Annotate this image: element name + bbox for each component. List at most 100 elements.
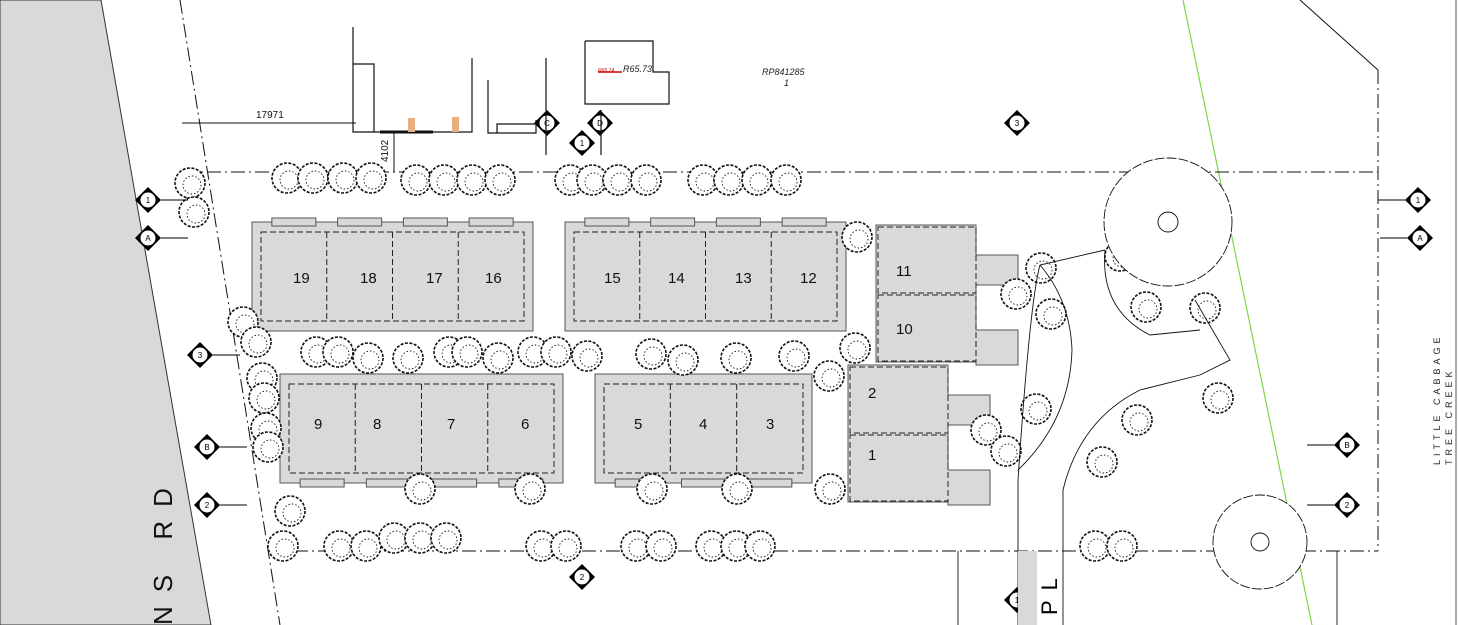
porch: [468, 217, 514, 227]
section-marker-one: 1: [135, 187, 188, 213]
level-label-red: R65.74: [598, 68, 614, 74]
tree-icon: [1000, 278, 1032, 310]
tree-icon: [400, 164, 432, 196]
place-road: [1018, 551, 1037, 625]
marker-orange: [452, 117, 459, 132]
tree-icon: [327, 162, 359, 194]
porch: [650, 217, 696, 227]
dimension-vertical: 4102: [380, 139, 391, 162]
tree-icon: [645, 530, 677, 562]
tree-icon: [720, 342, 752, 374]
unit-label-9: 9: [314, 416, 322, 433]
tree-icon: [839, 332, 871, 364]
building-outline: [279, 373, 564, 484]
porch: [747, 478, 793, 488]
lot-number: 1: [784, 78, 789, 88]
unit-label-19: 19: [293, 270, 310, 287]
marker-label: 2: [1345, 501, 1350, 510]
section-marker-two: 2: [194, 492, 247, 518]
marker-label: 2: [580, 573, 585, 582]
marker-label: 1: [1416, 196, 1421, 205]
unit-label-2: 2: [868, 385, 876, 402]
tree-icon: [602, 164, 634, 196]
unit-inner: [877, 294, 977, 362]
section-marker-one: 1: [569, 130, 595, 156]
tree-icon: [240, 326, 272, 358]
tree-icon: [428, 164, 460, 196]
tree-icon: [392, 342, 424, 374]
marker-label: 2: [205, 501, 210, 510]
unit-label-15: 15: [604, 270, 621, 287]
porch: [365, 478, 411, 488]
marker-label: 1: [580, 139, 585, 148]
unit-label-17: 17: [426, 270, 443, 287]
lot-label: RP841285: [762, 67, 806, 77]
tree-icon: [404, 473, 436, 505]
tree-icon: [297, 162, 329, 194]
large-tree-icon: [1103, 157, 1233, 287]
unit-label-3: 3: [766, 416, 774, 433]
unit-label-18: 18: [360, 270, 377, 287]
road-area: [0, 0, 212, 625]
tree-icon: [778, 340, 810, 372]
tree-icon: [1189, 292, 1221, 324]
porch: [781, 217, 827, 227]
porch: [337, 217, 383, 227]
tree-icon: [174, 167, 206, 199]
driveway-lines: [957, 249, 1338, 625]
section-marker-one: 1: [1378, 187, 1431, 213]
creek-label-2: TREE CREEK: [1444, 367, 1454, 465]
unit-label-5: 5: [634, 416, 642, 433]
unit-label-6: 6: [521, 416, 529, 433]
tree-icon: [323, 530, 355, 562]
tree-icon: [525, 530, 557, 562]
tree-icon: [770, 164, 802, 196]
tree-icon: [1035, 298, 1067, 330]
neighbour-structures: [352, 27, 670, 155]
tree-icon: [550, 530, 582, 562]
tree-icon: [1202, 382, 1234, 414]
unit-inner: [849, 434, 949, 502]
tree-icon: [274, 495, 306, 527]
property-boundary-left: [179, 0, 281, 625]
building-outline: [564, 221, 847, 332]
tree-icon: [456, 164, 488, 196]
tree-icon: [248, 382, 280, 414]
tree-icon: [635, 338, 667, 370]
porch: [584, 217, 630, 227]
tree-icon: [355, 162, 387, 194]
road-name: NS RD: [148, 474, 178, 625]
tree-icon: [1106, 530, 1138, 562]
building-block: 5 4 3: [594, 373, 813, 488]
tree-icon: [350, 530, 382, 562]
creek-label-1: LITTLE CABBAGE: [1432, 333, 1442, 465]
tree-icon: [687, 164, 719, 196]
dimension-horizontal: 17971: [256, 110, 284, 121]
porch: [432, 478, 478, 488]
tree-icon: [636, 473, 668, 505]
section-marker-three: 3: [187, 342, 240, 368]
unit-inner: [877, 226, 977, 294]
building-inner: [288, 383, 555, 474]
unit-label-11: 11: [896, 263, 912, 280]
tree-icon: [841, 221, 873, 253]
tree-icon: [430, 522, 462, 554]
building-block-10-11: 11 10: [875, 224, 1019, 366]
tree-icon: [484, 164, 516, 196]
unit-label-4: 4: [699, 416, 707, 433]
building-outline: [251, 221, 534, 332]
unit-label-7: 7: [447, 416, 455, 433]
section-marker-b: B: [1307, 432, 1360, 458]
tree-icon: [713, 164, 745, 196]
large-tree-icon: [1212, 494, 1308, 590]
section-marker-a: A: [1380, 225, 1433, 251]
unit-label-10: 10: [896, 321, 913, 338]
tree-icon: [1121, 404, 1153, 436]
section-marker-two: 2: [569, 564, 595, 590]
tree-icon: [970, 414, 1002, 446]
unit-label-8: 8: [373, 416, 381, 433]
boundary-corner: [1299, 0, 1379, 71]
tree-icon: [571, 340, 603, 372]
tree-icon: [744, 530, 776, 562]
